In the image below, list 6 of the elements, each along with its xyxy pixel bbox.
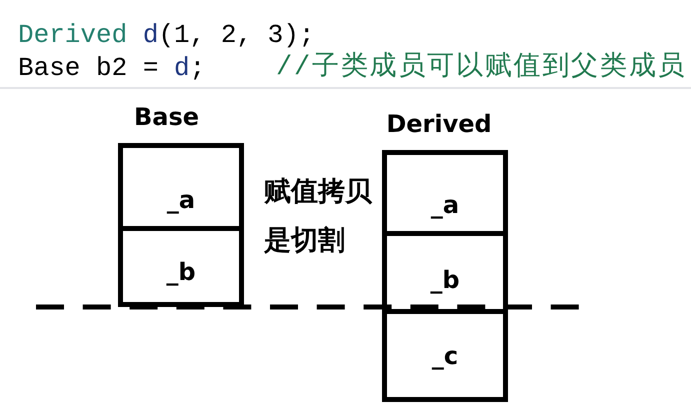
code-line: Derived d(1, 2, 3); [18, 19, 314, 51]
code-comment: //子类成员可以赋值到父类成员 [276, 52, 686, 84]
code-line: Base b2 = d; [18, 52, 206, 84]
class-name: Derived [386, 109, 492, 139]
class-name: Base [134, 102, 200, 132]
annotation-text: 赋值拷贝是切割 [264, 175, 374, 258]
